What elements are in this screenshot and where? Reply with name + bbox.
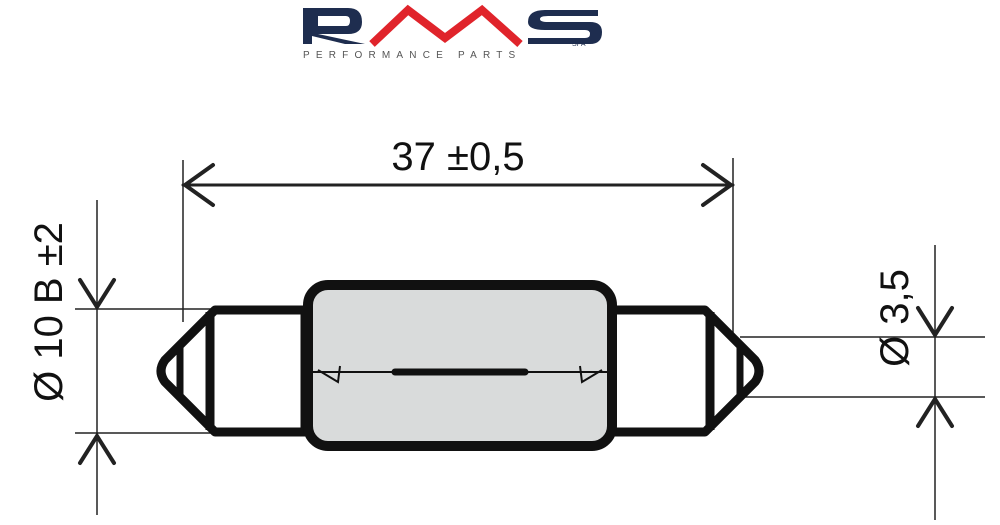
cap-diameter-dimension: Ø 3,5	[873, 269, 917, 367]
glass-body	[303, 280, 617, 451]
length-dimension: 37 ±0,5	[391, 135, 524, 179]
logo-tagline: PERFORMANCE PARTS	[303, 50, 521, 61]
dimension-arrows	[78, 163, 954, 465]
left-cap	[156, 305, 310, 437]
arrow-down-icon	[916, 306, 954, 339]
arrow-left-icon	[181, 163, 215, 207]
logo-suffix: SPA	[572, 41, 586, 48]
rms-logo: SPA PERFORMANCE PARTS	[303, 4, 602, 61]
arrow-down-icon	[78, 278, 116, 311]
right-cap	[607, 305, 764, 437]
arrow-right-icon	[701, 163, 735, 207]
body-diameter-dimension: Ø 10 B ±2	[27, 222, 71, 402]
arrow-up-icon	[78, 432, 116, 465]
arrow-up-icon	[916, 395, 954, 428]
festoon-bulb	[156, 280, 764, 451]
